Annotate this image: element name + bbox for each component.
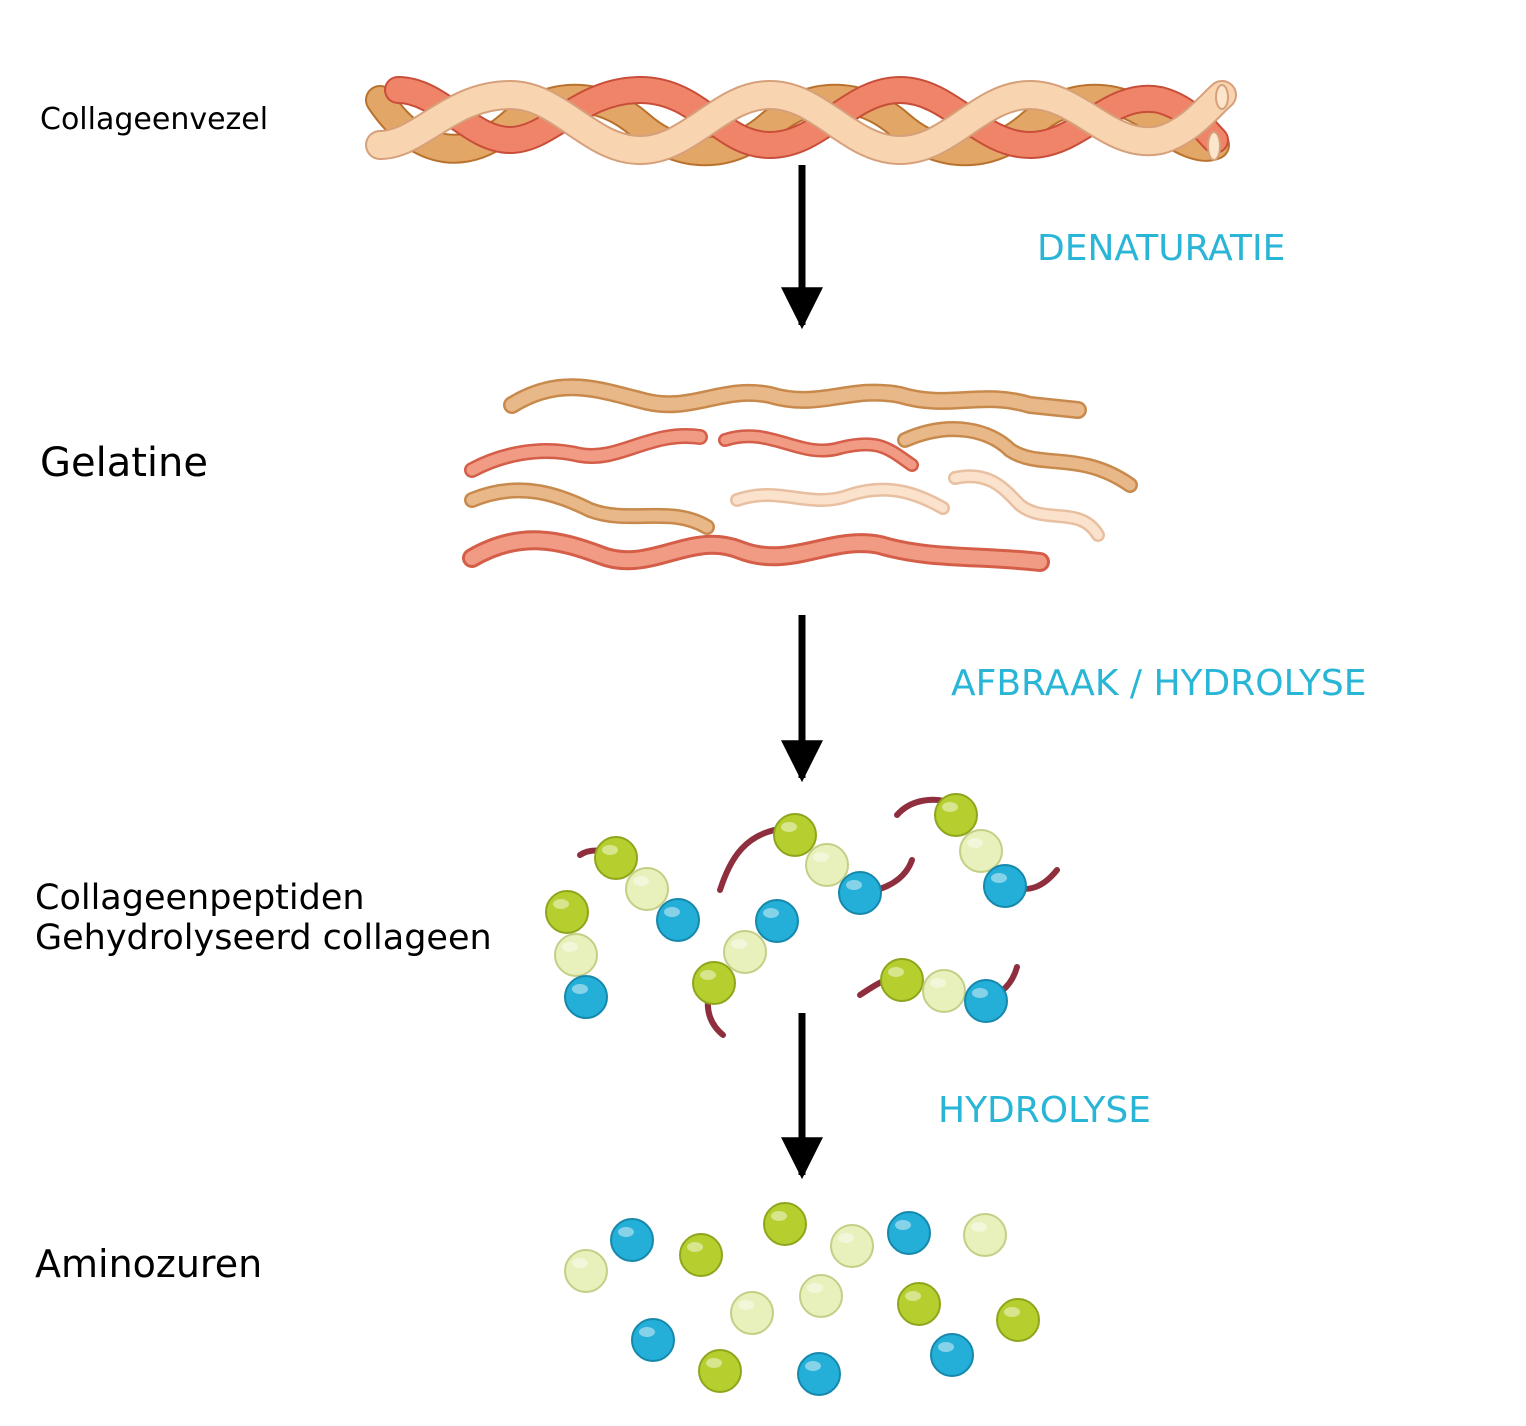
bead-highlight [771, 1211, 787, 1221]
free-amino-acid [963, 1213, 1007, 1257]
bead-highlight [553, 899, 569, 909]
bead-highlight [972, 988, 988, 998]
free-amino-acid [797, 1352, 841, 1396]
free-amino-acid [930, 1333, 974, 1377]
peptide-bead [922, 969, 966, 1013]
peptide-bead [964, 979, 1008, 1023]
bead-highlight [807, 1283, 823, 1293]
bead-highlight [905, 1291, 921, 1301]
peptide-bead [564, 975, 608, 1019]
peptide-bead [723, 930, 767, 974]
peptide-bead [773, 813, 817, 857]
free-amino-acid [799, 1274, 843, 1318]
bead-highlight [942, 802, 958, 812]
hydrolysis-breakdown-step-label: AFBRAAK / HYDROLYSE [951, 663, 1367, 704]
bead-highlight [1004, 1307, 1020, 1317]
peptide-bead [880, 958, 924, 1002]
bead-highlight [838, 1233, 854, 1243]
bead-highlight [938, 1342, 954, 1352]
free-amino-acid [698, 1349, 742, 1393]
peptide-bead [755, 899, 799, 943]
peptide-bead [838, 871, 882, 915]
gelatin-label: Gelatine [40, 440, 208, 486]
peptides-label-line1: Collageenpeptiden [35, 878, 365, 918]
bead-highlight [572, 1258, 588, 1268]
free-amino-acid [763, 1202, 807, 1246]
free-amino-acid [887, 1211, 931, 1255]
free-amino-acid [610, 1218, 654, 1262]
denaturation-step-label: DENATURATIE [1037, 228, 1286, 269]
bead-highlight [618, 1227, 634, 1237]
bead-highlight [805, 1361, 821, 1371]
peptide-bead [625, 867, 669, 911]
gelatin-strands [462, 378, 1138, 572]
bead-highlight [687, 1242, 703, 1252]
bead-highlight [930, 978, 946, 988]
bead-highlight [639, 1327, 655, 1337]
peptide-bead [959, 829, 1003, 873]
peptide-bead [545, 890, 589, 934]
free-amino-acid [996, 1298, 1040, 1342]
bead-highlight [731, 939, 747, 949]
peptide-bead [805, 843, 849, 887]
free-amino-acid [679, 1233, 723, 1277]
peptide-bead [554, 933, 598, 977]
bead-highlight [895, 1220, 911, 1230]
bead-highlight [967, 838, 983, 848]
free-amino-acid [564, 1249, 608, 1293]
amino-acids-label: Aminozuren [35, 1242, 263, 1286]
hydrolysis-step-label: HYDROLYSE [938, 1090, 1151, 1131]
peptide-bead [656, 898, 700, 942]
bead-highlight [888, 967, 904, 977]
amino-acid-beads [545, 793, 1040, 1396]
collagen-fiber-label: Collageenvezel [40, 102, 269, 137]
free-amino-acid [730, 1291, 774, 1335]
bead-highlight [738, 1300, 754, 1310]
bead-highlight [971, 1222, 987, 1232]
bead-highlight [602, 845, 618, 855]
bead-highlight [633, 876, 649, 886]
peptides-label-line2: Gehydrolyseerd collageen [35, 918, 492, 958]
free-amino-acid [897, 1282, 941, 1326]
free-amino-acid [830, 1224, 874, 1268]
bead-highlight [813, 852, 829, 862]
free-amino-acid [631, 1318, 675, 1362]
bead-highlight [846, 880, 862, 890]
peptide-bead [983, 864, 1027, 908]
bead-highlight [664, 907, 680, 917]
peptide-bead [594, 836, 638, 880]
bead-highlight [700, 970, 716, 980]
peptide-bead [934, 793, 978, 837]
bead-highlight [991, 873, 1007, 883]
peptide-bead [692, 961, 736, 1005]
bead-highlight [763, 908, 779, 918]
bead-highlight [781, 822, 797, 832]
collagen-fiber [365, 75, 1237, 167]
bead-highlight [706, 1358, 722, 1368]
bead-highlight [562, 942, 578, 952]
bead-highlight [572, 984, 588, 994]
